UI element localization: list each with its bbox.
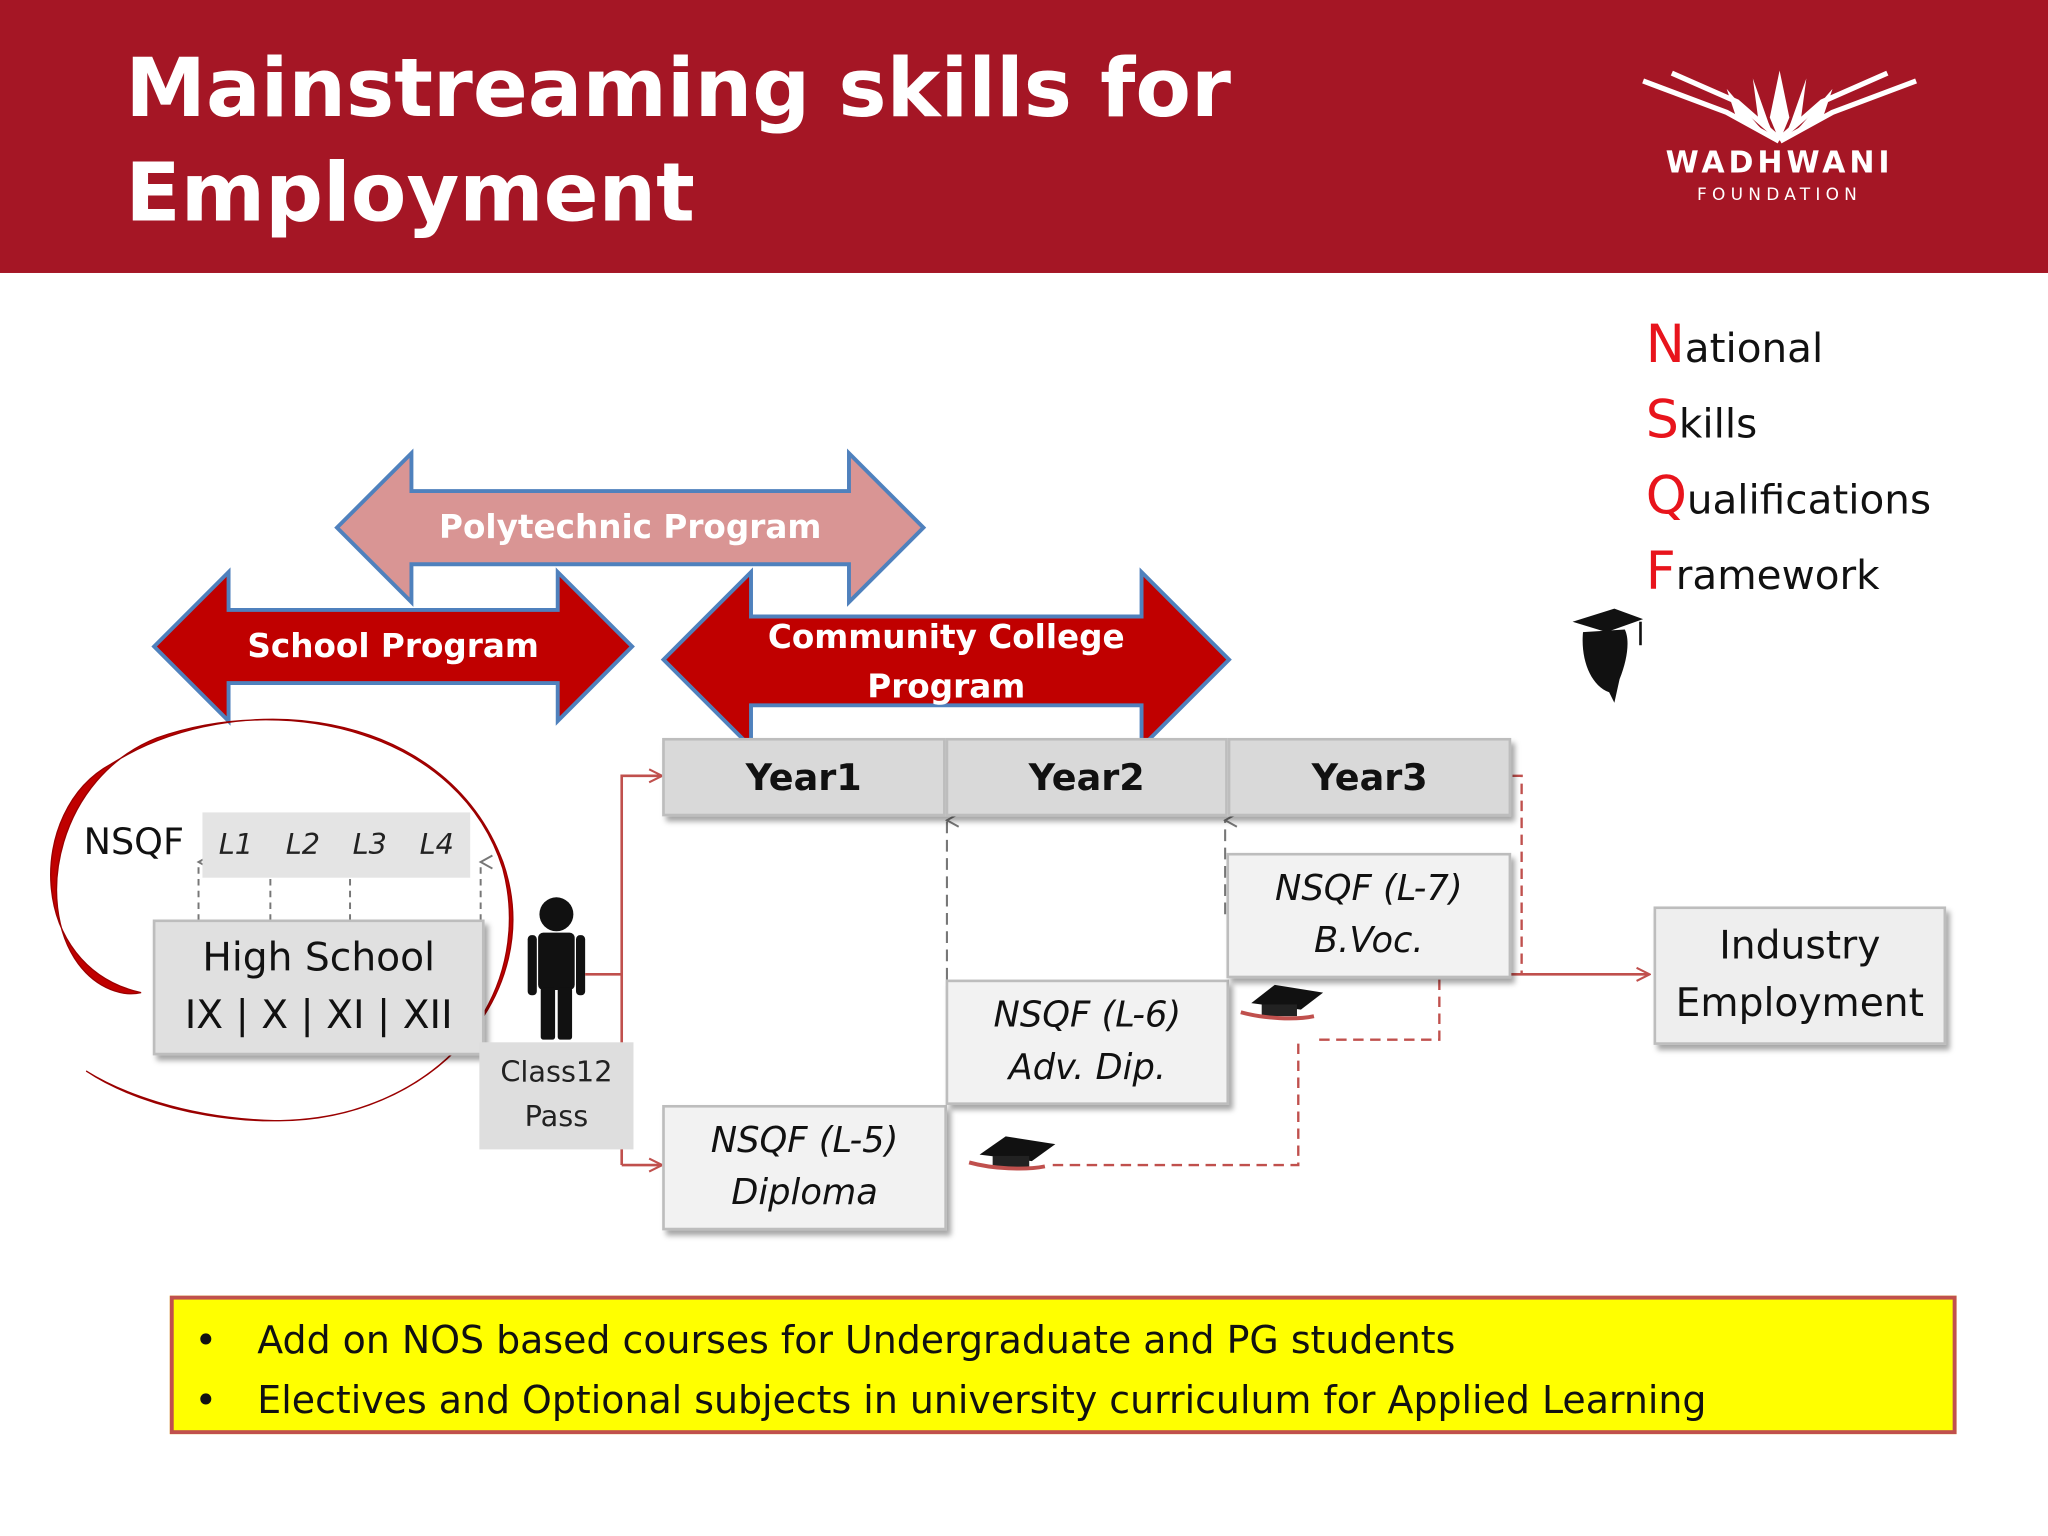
community-college-line1: Community College: [767, 617, 1125, 656]
diploma-name: Diploma: [731, 1172, 878, 1214]
diploma-exit-path: [1052, 1039, 1300, 1167]
industry-line2: Employment: [1675, 980, 1924, 1027]
class12-line2: Pass: [524, 1101, 589, 1134]
graduation-cap-icon: [1240, 984, 1324, 1021]
bullet-list: • Add on NOS based courses for Undergradu…: [174, 1300, 1953, 1431]
legend-cap: F: [1645, 542, 1676, 603]
year3-exit-path: [1512, 774, 1523, 975]
bvoc-name: B.Voc.: [1313, 920, 1424, 962]
lotus-icon: [1642, 70, 1917, 144]
callout-box: • Add on NOS based courses for Undergradu…: [169, 1295, 1957, 1435]
header-band: Mainstreaming skills for Employment: [0, 0, 2048, 273]
nsqf-legend: National Skills Qualifications Framework: [1646, 307, 1931, 610]
legend-rest: ualifications: [1686, 476, 1932, 524]
bvoc-box: NSQF (L-7) B.Voc.: [1226, 852, 1512, 979]
community-college-line2: Program: [867, 667, 1026, 706]
year-3: Year3: [1228, 737, 1512, 817]
logo-name: WADHWANI: [1665, 146, 1894, 181]
legend-cap: Q: [1645, 466, 1687, 527]
title-line-1: Mainstreaming skills for: [125, 40, 1231, 136]
school-program-arrow: [151, 567, 635, 726]
student-figure-icon: [527, 897, 586, 1040]
legend-qualifications: Qualifications: [1646, 458, 1931, 534]
class12-line1: Class12: [500, 1056, 613, 1090]
graduation-cap-icon: [968, 1136, 1056, 1171]
legend-rest: kills: [1678, 400, 1758, 448]
legend-cap: S: [1645, 390, 1679, 451]
slide-title: Mainstreaming skills for Employment: [125, 37, 1231, 246]
legend-rest: ramework: [1675, 552, 1880, 600]
legend-national: National: [1646, 307, 1931, 383]
industry-employment-box: Industry Employment: [1653, 906, 1947, 1045]
community-college-arrow: [660, 567, 1232, 752]
wadhwani-logo: WADHWANI FOUNDATION: [1633, 65, 1927, 215]
bullet-text: Add on NOS based courses for Undergradua…: [257, 1317, 1456, 1363]
high-school-box: High School IX | X | XI | XII: [152, 919, 485, 1056]
legend-skills: Skills: [1646, 383, 1931, 459]
legend-framework: Framework: [1646, 534, 1931, 610]
level-l2: L2: [285, 828, 320, 862]
connector-to-year1: [620, 776, 661, 1166]
year-2: Year2: [945, 737, 1229, 817]
level-l1: L1: [218, 828, 254, 862]
level-l4: L4: [419, 828, 454, 862]
adv-dip-box: NSQF (L-6) Adv. Dip.: [945, 979, 1230, 1105]
adv-dip-level: NSQF (L-6): [993, 995, 1182, 1036]
industry-line1: Industry: [1719, 923, 1881, 970]
bullet-marker: •: [194, 1377, 217, 1423]
diploma-level: NSQF (L-5): [710, 1120, 899, 1162]
level-l3: L3: [352, 828, 387, 862]
title-line-2: Employment: [125, 144, 695, 241]
high-school-label: High School: [202, 935, 435, 981]
bullet-text: Electives and Optional subjects in unive…: [257, 1377, 1707, 1423]
year-1: Year1: [662, 737, 946, 817]
graduate-silhouette-icon: [1572, 608, 1644, 703]
year-bar: Year1 Year2 Year3: [662, 737, 1512, 817]
polytechnic-label: Polytechnic Program: [439, 508, 822, 546]
polytechnic-arrow: [334, 448, 927, 607]
legend-cap: N: [1645, 314, 1685, 375]
bullet-marker: •: [194, 1317, 217, 1363]
legend-rest: ational: [1684, 325, 1824, 373]
school-program-label: School Program: [247, 626, 539, 665]
diploma-box: NSQF (L-5) Diploma: [662, 1104, 947, 1231]
logo-subtitle: FOUNDATION: [1697, 185, 1863, 206]
nsqf-levels: L1 L2 L3 L4: [202, 812, 471, 878]
bullet-item: • Electives and Optional subjects in univ…: [174, 1370, 1953, 1430]
school-highlight-swoosh: [50, 718, 514, 1122]
class12-pass-box: Class12 Pass: [479, 1042, 634, 1150]
nsqf-label: NSQF: [83, 820, 184, 864]
bullet-item: • Add on NOS based courses for Undergradu…: [174, 1310, 1953, 1370]
bvoc-level: NSQF (L-7): [1274, 868, 1463, 910]
adv-dip-name: Adv. Dip.: [1008, 1047, 1167, 1088]
community-college-label: Community College Program: [664, 613, 1230, 712]
grades-label: IX | X | XI | XII: [184, 992, 453, 1039]
adv-dip-exit-path: [1319, 974, 1441, 1041]
